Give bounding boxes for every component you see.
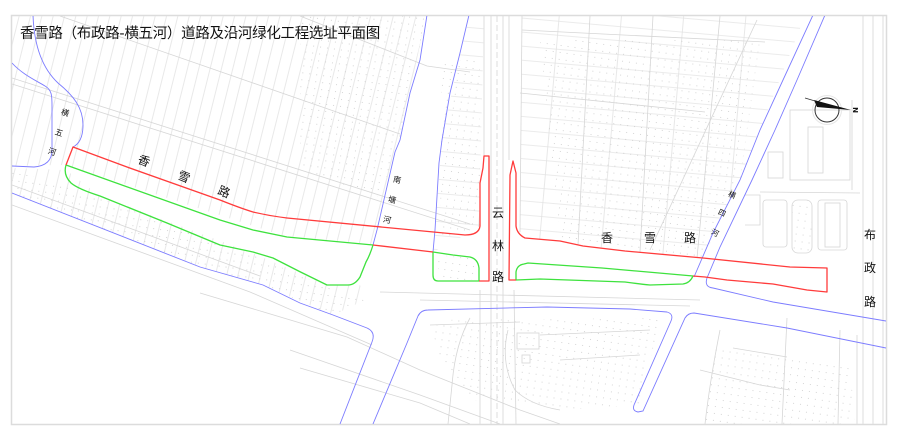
nantang-river-west-bank bbox=[372, 16, 428, 246]
road-edge bbox=[199, 292, 561, 424]
building-outline bbox=[762, 199, 788, 248]
hengwu-river-west-bank bbox=[12, 62, 53, 168]
parcel-line bbox=[521, 29, 766, 43]
road-edge bbox=[289, 349, 501, 424]
nantang-river-label-char: 南 bbox=[392, 174, 402, 185]
parcel-line bbox=[696, 16, 721, 259]
xiangxue-road-east-label-char: 雪 bbox=[644, 231, 656, 245]
yunlin-road-label-char: 云 bbox=[492, 206, 504, 220]
yunlin-road-edge bbox=[519, 16, 523, 233]
dotted-area-5 bbox=[12, 170, 365, 315]
greening-area-middle bbox=[432, 251, 480, 282]
map-labels: 横 五 河 香 雪 路 南 塘 河 云 林 路 香 雪 路 横 四 河 布 政 bbox=[47, 107, 876, 309]
buzheng-road-label-char: 路 bbox=[864, 294, 876, 309]
road-edge bbox=[419, 299, 691, 307]
dotted-area-1 bbox=[300, 16, 426, 197]
buzheng-road-label-char: 布 bbox=[864, 228, 876, 242]
north-arrow-tail bbox=[804, 97, 816, 102]
north-arrow-needle bbox=[814, 100, 851, 110]
hengsi-river-label-char: 四 bbox=[717, 207, 728, 218]
road-boundaries bbox=[65, 146, 828, 293]
greening-boundaries bbox=[64, 164, 694, 286]
north-arrow-outer-ring bbox=[812, 95, 842, 125]
road-edge bbox=[299, 367, 471, 424]
yunlin-road-label-char: 路 bbox=[492, 269, 504, 284]
parcel-line bbox=[639, 16, 654, 253]
north-arrow-ring bbox=[814, 97, 840, 123]
hengsi-river-label-char: 河 bbox=[710, 227, 721, 239]
hengsi-river-label-char: 横 bbox=[727, 188, 738, 200]
parcel-line bbox=[781, 317, 788, 424]
buzheng-road-label-char: 政 bbox=[864, 261, 876, 275]
north-arrow-icon: N bbox=[804, 95, 859, 125]
building-outline bbox=[824, 202, 841, 248]
rivers bbox=[12, 16, 886, 424]
road-boundary-west-river-crossing bbox=[372, 244, 434, 253]
dotted-area-8 bbox=[792, 200, 812, 253]
road-edge bbox=[504, 329, 561, 411]
parcel-line bbox=[837, 329, 841, 424]
dotted-area-7 bbox=[440, 60, 480, 240]
greening-area-east bbox=[515, 262, 694, 286]
dotted-area-2 bbox=[540, 40, 760, 258]
xiangxue-road-west-label-char: 香 bbox=[136, 152, 152, 169]
dotted-area-6 bbox=[438, 255, 478, 280]
road-boundary-east bbox=[508, 160, 828, 293]
parcel-line bbox=[539, 329, 651, 336]
parcel-line bbox=[704, 329, 721, 424]
base-map-textures bbox=[12, 16, 855, 424]
map-frame bbox=[10, 14, 888, 426]
road-boundary-west bbox=[65, 146, 490, 282]
xiangxue-road-west-label-char: 路 bbox=[216, 182, 233, 200]
building-outline bbox=[516, 332, 540, 350]
building-outline bbox=[789, 109, 851, 181]
parcel-line bbox=[759, 191, 861, 194]
hengwu-river-label-char: 五 bbox=[54, 127, 64, 138]
south-river-bank bbox=[372, 306, 886, 424]
nantang-river-east-bank bbox=[432, 16, 470, 253]
parcel-line bbox=[732, 347, 788, 358]
parcel-line bbox=[577, 16, 591, 246]
building-outline bbox=[745, 194, 761, 226]
road-edge bbox=[379, 291, 701, 301]
southwest-river-bank bbox=[12, 192, 374, 424]
hengwu-river-east-bank bbox=[32, 16, 84, 148]
parcel-line bbox=[559, 354, 641, 361]
hengsi-river-west-bank bbox=[693, 16, 814, 278]
dotted-area-3 bbox=[700, 345, 855, 424]
xiangxue-road-west-label-char: 雪 bbox=[176, 168, 192, 185]
road-edge bbox=[447, 317, 471, 424]
hengwu-river-label-char: 横 bbox=[60, 107, 71, 119]
nantang-river-label-char: 塘 bbox=[387, 194, 397, 205]
building-outline bbox=[791, 199, 813, 254]
dotted-area-4 bbox=[430, 318, 660, 410]
nantang-river-label-char: 河 bbox=[382, 214, 392, 225]
hengsi-river-east-bank bbox=[705, 16, 886, 322]
existing-road-edge bbox=[12, 77, 471, 225]
road-edge bbox=[12, 184, 261, 277]
building-outline bbox=[807, 126, 824, 174]
north-label: N bbox=[851, 107, 859, 113]
parcel-line bbox=[649, 19, 758, 251]
xiangxue-road-east-label-char: 路 bbox=[684, 230, 696, 245]
building-outline bbox=[767, 151, 784, 179]
parcel-line bbox=[699, 369, 791, 391]
road-edge bbox=[12, 204, 373, 346]
greening-area-west bbox=[64, 164, 374, 286]
existing-road-edge bbox=[12, 83, 471, 231]
parcel-line bbox=[429, 321, 521, 326]
map-title: 香雪路（布政路-横五河）道路及沿河绿化工程选址平面图 bbox=[20, 26, 380, 42]
xiangxue-road-east-label-char: 香 bbox=[601, 231, 613, 245]
hengwu-river-label-char: 河 bbox=[47, 146, 58, 158]
yunlin-road-label-char: 林 bbox=[492, 239, 504, 253]
yunlin-road-edge bbox=[513, 289, 517, 424]
building-outline bbox=[817, 199, 848, 251]
base-map-lines bbox=[12, 16, 884, 424]
building-outline bbox=[521, 354, 531, 364]
parcel-line bbox=[519, 92, 706, 113]
parcel-line bbox=[59, 16, 401, 135]
